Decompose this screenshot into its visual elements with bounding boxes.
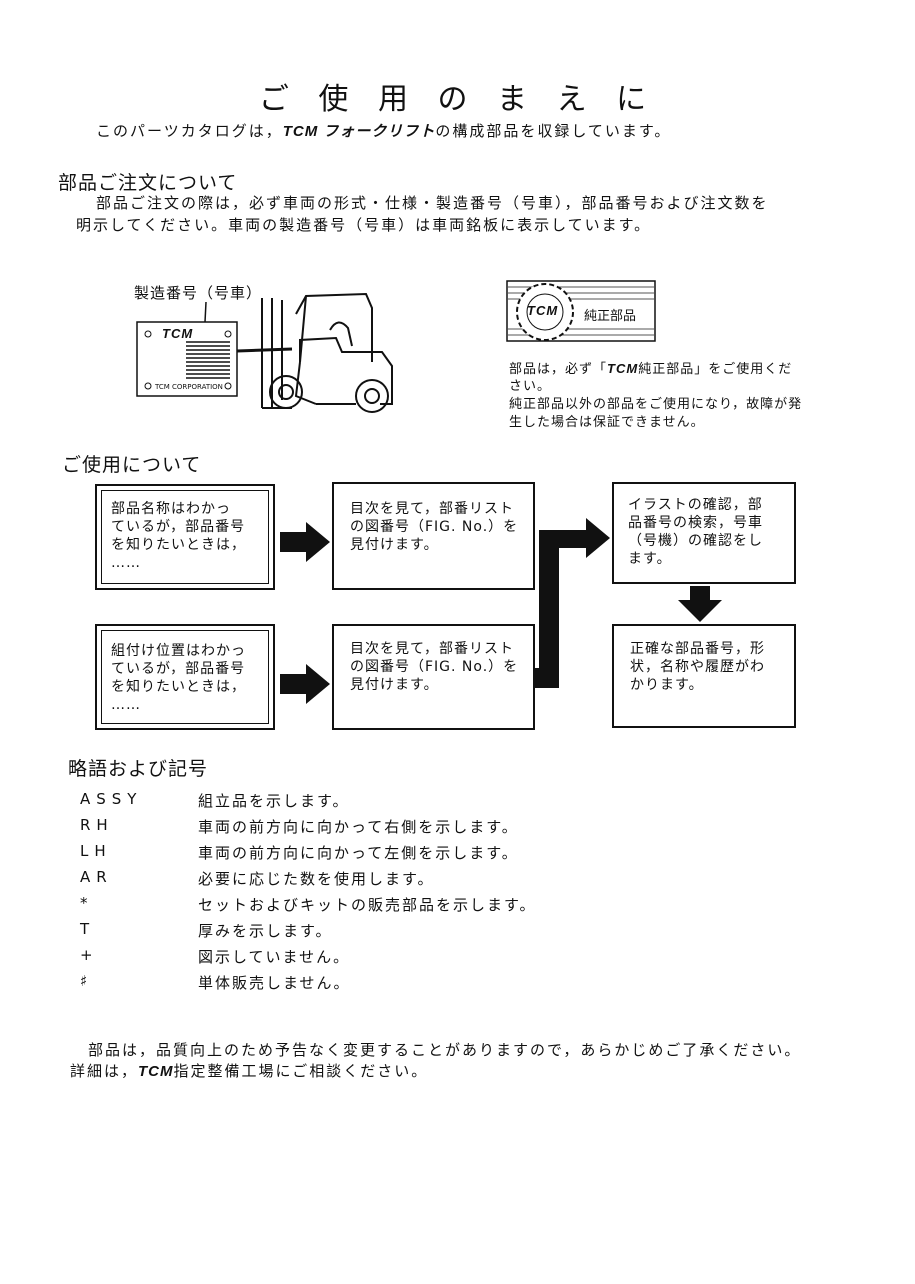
box5-line3: （号機）の確認をし [628, 533, 763, 549]
box5-line2: 品番号の検索，号車 [628, 515, 763, 531]
abbrev-desc: セットおよびキットの販売部品を示します。 [198, 896, 537, 914]
abbrev-desc: 車両の前方向に向かって右側を示します。 [198, 818, 519, 836]
box6-line1: 正確な部品番号，形 [630, 641, 765, 657]
intro-after: の構成部品を収録しています。 [435, 122, 672, 140]
flow-box-position-known: 組付け位置はわかっ ているが，部品番号 を知りたいときは， …… [95, 624, 275, 730]
intro-before: このパーツカタログは， [96, 122, 283, 140]
intro-text: このパーツカタログは，TCM フォークリフトの構成部品を収録しています。 [96, 120, 671, 141]
genuine-note-line3: 純正部品以外の部品をご使用になり，故障が発 [509, 397, 803, 412]
genuine-note-line4: 生した場合は保証できません。 [509, 415, 705, 430]
box5-line4: ます。 [628, 551, 672, 567]
genuine-badge-logo: TCM [527, 303, 559, 318]
box4-line1: 目次を見て，部番リスト [350, 641, 515, 657]
flow-box-result: 正確な部品番号，形 状，名称や履歴がわ かります。 [612, 624, 796, 728]
abbrev-code: + [80, 946, 99, 964]
footer-line1: 部品は，品質向上のため予告なく変更することがありますので，あらかじめご了承くださ… [88, 1041, 802, 1059]
abbrev-desc: 厚みを示します。 [198, 922, 333, 940]
flow-box-name-known: 部品名称はわかっ ているが，部品番号 を知りたいときは， …… [95, 484, 275, 590]
name-plate [136, 321, 238, 397]
genuine-note-pre: 部品は，必ず「 [509, 362, 608, 377]
arrow-down-icon [678, 586, 722, 622]
footer-post: 指定整備工場にご相談ください。 [173, 1062, 429, 1080]
arrow-right-icon [539, 518, 610, 558]
order-heading: 部品ご注文について [58, 172, 238, 194]
genuine-badge-label: 純正部品 [584, 309, 637, 324]
box6-line3: かります。 [630, 677, 704, 693]
usage-heading: ご使用について [62, 454, 202, 476]
box5-line1: イラストの確認，部 [628, 497, 763, 513]
flow-box-illustration-check: イラストの確認，部 品番号の検索，号車 （号機）の確認をし ます。 [612, 482, 796, 584]
box2-line1: 目次を見て，部番リスト [350, 501, 515, 517]
abbrev-code: RH [80, 816, 114, 834]
genuine-note-post: 純正部品」をご使用くだ [638, 362, 793, 377]
footer-pre: 詳細は， [70, 1062, 139, 1080]
flow-box-index-1: 目次を見て，部番リスト の図番号（FIG. No.）を 見付けます。 [332, 482, 535, 590]
order-paragraph-line2: 明示してください。車両の製造番号（号車）は車両銘板に表示しています。 [76, 216, 652, 234]
abbrev-code: ASSY [80, 790, 143, 808]
abbrev-desc: 必要に応じた数を使用します。 [198, 870, 435, 888]
order-paragraph-line1: 部品ご注文の際は，必ず車両の形式・仕様・製造番号（号車），部品番号および注文数を [96, 194, 769, 212]
genuine-note-line1: 部品は，必ず「TCM純正部品」をご使用くだ [509, 360, 792, 379]
abbrev-heading: 略語および記号 [68, 758, 209, 780]
page-title: ご 使 用 の ま え に [258, 82, 657, 117]
plate-logo: TCM [162, 326, 194, 341]
abbrev-code: * [80, 894, 94, 912]
abbrev-desc: 組立品を示します。 [198, 792, 350, 810]
box2-line3: 見付けます。 [350, 537, 439, 553]
abbrev-code: LH [80, 842, 112, 860]
flow-box-index-2: 目次を見て，部番リスト の図番号（FIG. No.）を 見付けます。 [332, 624, 535, 730]
plate-label: 製造番号（号車） [134, 284, 263, 302]
abbrev-desc: 車両の前方向に向かって左側を示します。 [198, 844, 519, 862]
intro-brand-logo: TCM フォークリフト [282, 123, 436, 140]
abbrev-code: AR [80, 868, 113, 886]
box2-line2: の図番号（FIG. No.）を [350, 519, 519, 535]
abbrev-code: T [80, 920, 96, 938]
genuine-note-brand: TCM [607, 361, 639, 376]
genuine-note-line2: さい。 [509, 379, 552, 394]
box4-line3: 見付けます。 [350, 677, 439, 693]
box4-line2: の図番号（FIG. No.）を [350, 659, 519, 675]
plate-maker: TCM CORPORATION [155, 383, 223, 391]
abbrev-code: ♯ [80, 972, 94, 990]
box6-line2: 状，名称や履歴がわ [630, 659, 765, 675]
abbrev-desc: 図示していません。 [198, 948, 351, 966]
arrow-right-icon [280, 664, 330, 704]
footer-line2: 詳細は，TCM指定整備工場にご相談ください。 [70, 1060, 428, 1083]
abbrev-desc: 単体販売しません。 [198, 974, 351, 992]
footer-brand: TCM [138, 1063, 174, 1080]
arrow-right-icon [280, 522, 330, 562]
